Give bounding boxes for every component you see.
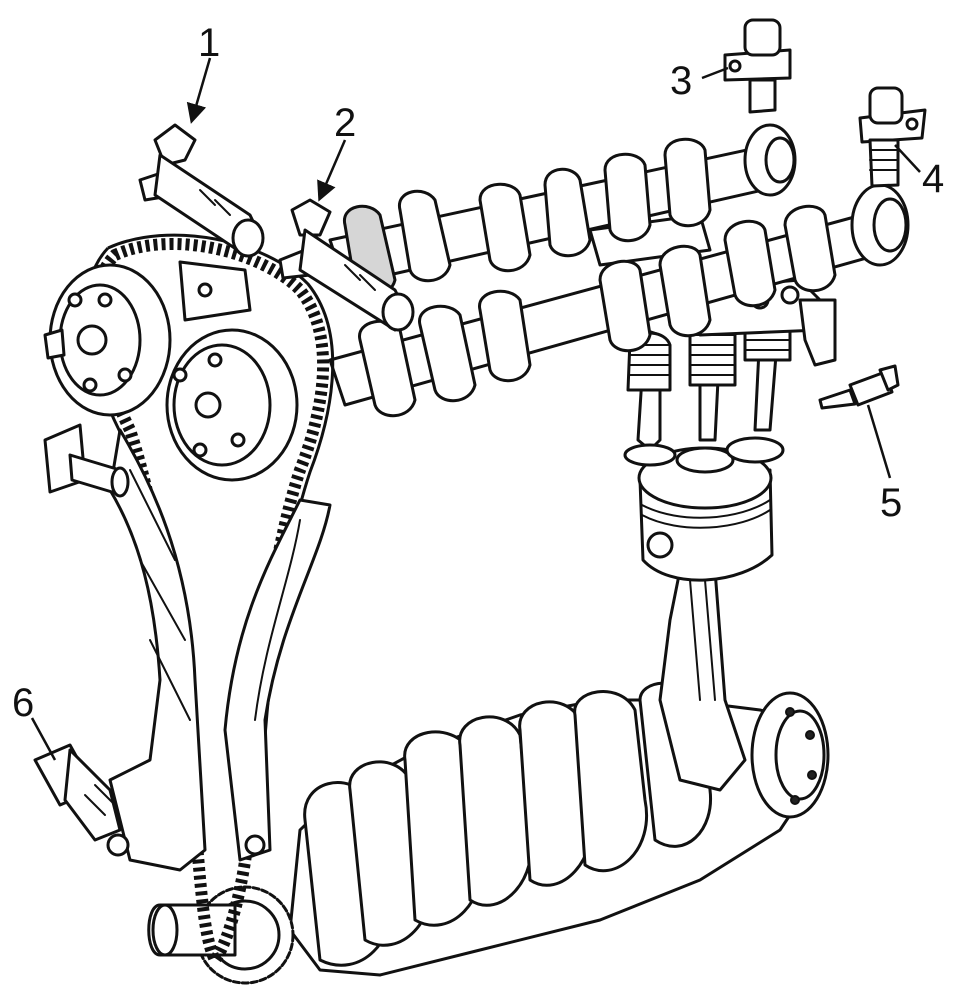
camshaft-upper [328, 123, 797, 298]
camshaft-position-sensor-a [723, 18, 792, 114]
leader-line-3 [701, 66, 729, 80]
leader-line-5 [866, 404, 892, 479]
leader-lines [30, 57, 921, 761]
leader-line-6 [30, 717, 57, 761]
callout-5: 5 [880, 481, 902, 525]
leader-line-2 [317, 139, 347, 202]
chain-fixed-guide [223, 498, 332, 862]
crank-nose-flange [750, 691, 830, 819]
intake-cam-sprocket [43, 263, 172, 417]
callout-labels: 1 2 3 4 5 6 [12, 21, 944, 725]
cam-bearing-bracket [178, 260, 252, 322]
camshaft-position-sensor-b [858, 86, 927, 188]
callout-4: 4 [922, 157, 944, 201]
chain-tensioner-guide [106, 428, 207, 872]
callout-6: 6 [12, 681, 34, 725]
crank-counterweights [303, 681, 713, 967]
connecting-rod [658, 568, 747, 792]
camshaft-lower [328, 183, 910, 418]
piston [637, 446, 774, 582]
exhaust-cam-sprocket [165, 328, 299, 482]
crankshaft-position-sensor [33, 743, 122, 842]
callout-2: 2 [334, 101, 356, 145]
callout-3: 3 [670, 59, 692, 103]
temperature-sensor [818, 364, 900, 410]
cam-plug-bracket [43, 423, 130, 498]
callout-1: 1 [198, 21, 220, 65]
leader-line-1 [186, 57, 212, 124]
leader-line-4 [894, 144, 921, 173]
oil-control-valve-exhaust [278, 198, 415, 332]
oil-control-valve-intake [138, 123, 265, 258]
